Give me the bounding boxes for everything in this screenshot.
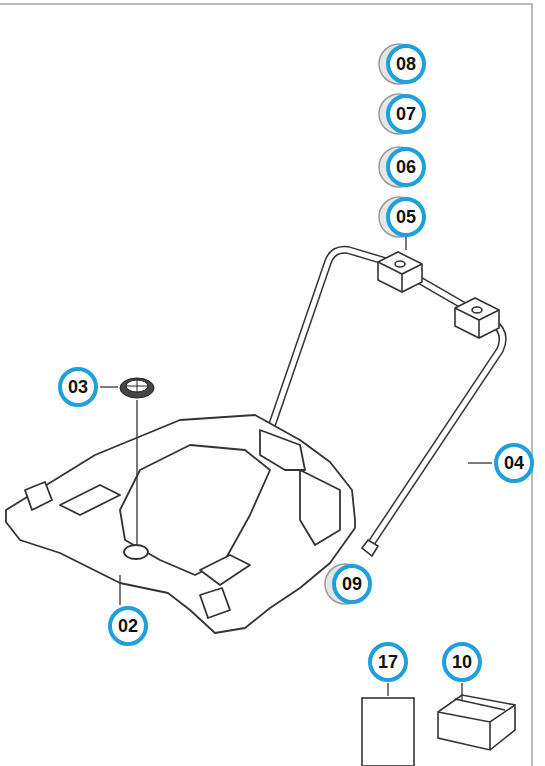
callout-number: 09 xyxy=(332,564,372,604)
callout-number: 06 xyxy=(386,147,426,187)
callout-number: 03 xyxy=(58,367,98,407)
carrier-plate xyxy=(6,415,355,633)
rack-tube xyxy=(272,250,503,548)
callout-number: 08 xyxy=(386,44,426,84)
callout-number: 10 xyxy=(442,642,482,682)
callout-number: 07 xyxy=(386,94,426,134)
leader-lines xyxy=(100,236,492,700)
frame-border xyxy=(0,4,532,766)
callout-number: 02 xyxy=(108,606,148,646)
callout-number: 17 xyxy=(368,642,408,682)
accessory-items xyxy=(362,695,515,766)
callout-number: 05 xyxy=(386,197,426,237)
emblem-cap xyxy=(120,378,154,398)
callout-number: 04 xyxy=(494,443,534,483)
tube-clamps xyxy=(362,252,499,556)
